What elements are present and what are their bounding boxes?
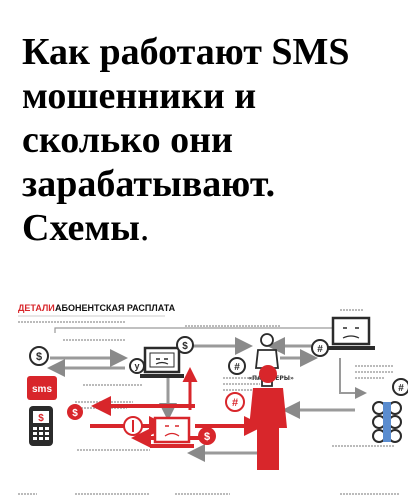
hash-icon-red [225,392,245,412]
provider-computer-red-icon [150,416,194,448]
diagram-heading-red: ДЕТАЛИ [18,303,55,313]
title-line-4: зарабатывают. [22,163,276,205]
dollar-icon-red-2-label: $ [204,431,210,443]
dollar-icon-subscriber [29,346,49,366]
sms-badge-label: sms [32,384,52,395]
fraudster-person-icon [249,365,287,470]
title-dot: . [139,207,150,249]
title-line-1: Как работают SMS [22,31,350,73]
page-title: Как работают SMS мошенники и сколько они… [22,30,407,250]
provider-computer-icon [140,346,184,378]
title-line-3: сколько они [22,119,233,161]
hash-icon-center-label: # [234,362,240,373]
phone-screen-icon [33,411,49,423]
dollar-icon-provider [176,336,194,354]
hash-icon-red-label: # [232,397,238,409]
hash-icon-right-label: # [317,344,323,355]
hash-icon-center [228,357,246,375]
y-icon-label: y [134,361,139,371]
fraud-scheme-diagram: ДЕТАЛИ АБОНЕНТСКАЯ РАСПЛАТА $ sms $ [18,303,408,495]
title-line-2: мошенники и [22,75,257,117]
keypad-icon [33,427,49,440]
hash-icon-far-right-label: # [398,383,404,394]
dollar-icon-provider-label: $ [182,341,188,352]
dollar-phone-screen: $ [38,413,44,424]
arrow-aggregator-down [339,358,367,399]
aggregator-computer-icon [327,316,375,350]
dollar-icon-red-2 [198,427,216,445]
y-icon [129,358,145,374]
dollar-icon-red-1 [67,404,83,420]
arrow-top-loop [54,324,342,333]
operator-tower-icon [372,401,402,443]
diagram-heading-black: АБОНЕНТСКАЯ РАСПЛАТА [55,303,176,313]
hash-icon-far-right [392,378,408,396]
dollar-icon-red-1-label: $ [72,408,78,419]
dollar-icon-subscriber-label: $ [36,351,42,363]
title-line-5: Схемы [22,207,140,249]
sms-phone-icon [27,376,57,400]
